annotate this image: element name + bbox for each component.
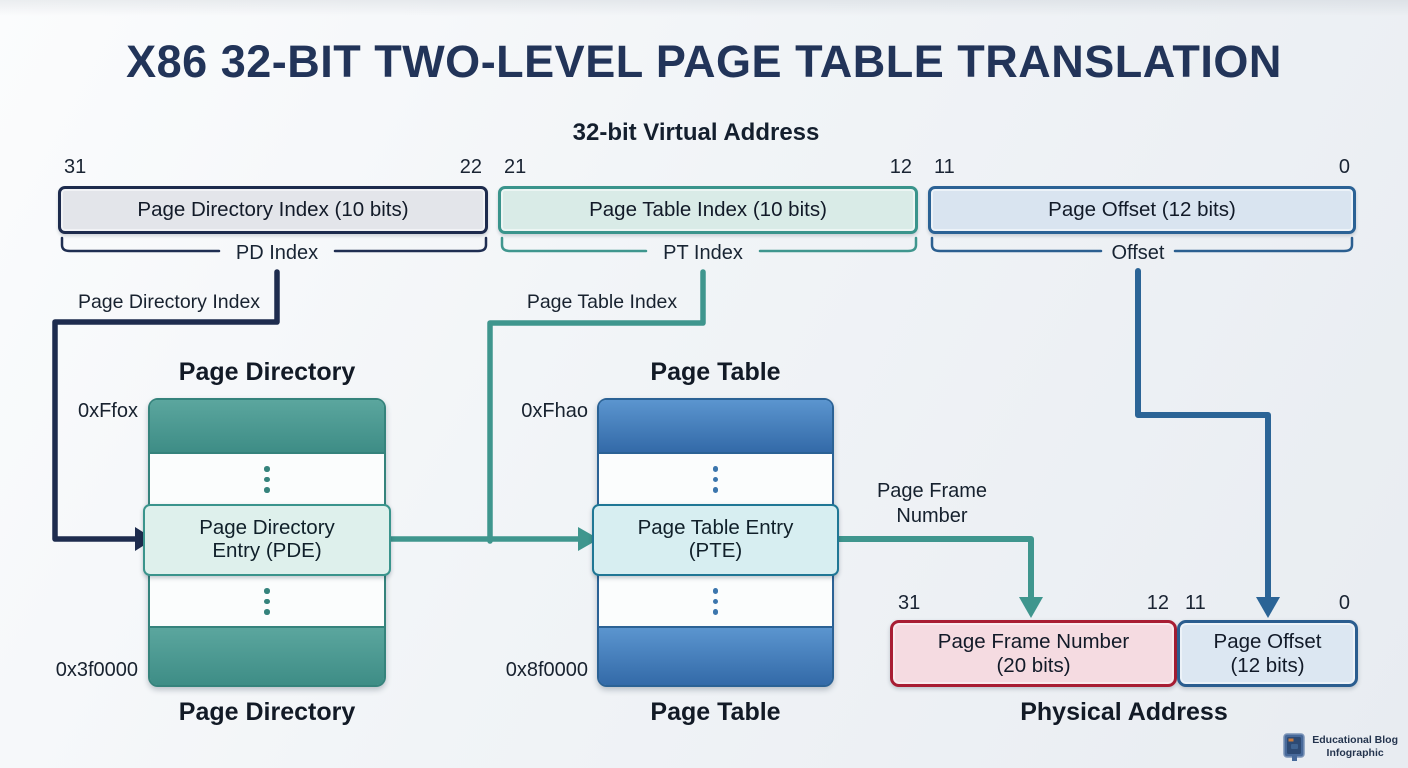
pd-field-bit-range: 31 22 xyxy=(58,156,488,180)
phys-bit-31: 31 xyxy=(898,592,921,614)
pte-line2: (PTE) xyxy=(688,539,743,562)
pde-entry: Page Directory Entry (PDE) xyxy=(143,504,391,576)
page-title: X86 32-BIT TWO-LEVEL PAGE TABLE TRANSLAT… xyxy=(126,36,1282,87)
brand-line1: Educational Blog xyxy=(1312,733,1398,746)
bit-11: 11 xyxy=(934,156,955,178)
phys-bit-11: 11 xyxy=(1185,592,1206,614)
pt-addr-top: 0xFhao xyxy=(521,400,588,422)
page-directory-table: Page Directory Entry (PDE) xyxy=(143,398,391,687)
page-directory-title-bottom: Page Directory xyxy=(178,698,356,726)
pte-entry: Page Table Entry (PTE) xyxy=(592,504,839,576)
page-directory-title-top: Page Directory xyxy=(178,358,356,386)
bit-12: 12 xyxy=(889,156,912,178)
page-table-index-flow-label: Page Table Index xyxy=(526,291,678,313)
page-directory-index-flow-label: Page Directory Index xyxy=(77,291,261,313)
pd-index-brace-label: PD Index xyxy=(235,242,319,264)
pt-field-bit-range: 21 12 xyxy=(498,156,918,180)
pd-addr-top: 0xFfox xyxy=(77,400,138,422)
physical-address-title: Physical Address xyxy=(1020,698,1228,726)
pfn-bit-range: 31 12 xyxy=(890,592,1177,616)
page-frame-number-field: Page Frame Number (20 bits) xyxy=(890,620,1177,687)
ellipsis-dots xyxy=(599,466,832,493)
pd-index-field: Page Directory Index (10 bits) xyxy=(58,186,488,234)
page-offset-field: Page Offset (12 bits) xyxy=(928,186,1356,234)
pt-table-bottom-band xyxy=(599,626,832,685)
page-table-title-bottom: Page Table xyxy=(650,698,781,726)
pfn-elbow xyxy=(834,536,1034,600)
physical-page-offset-field: Page Offset (12 bits) xyxy=(1177,620,1358,687)
ellipsis-dots xyxy=(150,466,384,493)
page-table-table: Page Table Entry (PTE) xyxy=(592,398,839,687)
offset-field-bit-range: 11 0 xyxy=(928,156,1356,180)
pfn-field-line2: (20 bits) xyxy=(996,653,1071,677)
pfn-label-line2: Number xyxy=(896,505,968,527)
branding: Educational Blog Infographic xyxy=(1282,733,1398,761)
pt-addr-bottom: 0x8f0000 xyxy=(505,659,588,681)
pfn-field-line1: Page Frame Number xyxy=(937,629,1130,653)
page-table-title-top: Page Table xyxy=(650,358,781,386)
offset-elbow xyxy=(1135,268,1271,600)
phys-bit-0: 0 xyxy=(1338,592,1350,614)
pde-line1: Page Directory xyxy=(199,516,335,540)
phys-offset-bit-range: 11 0 xyxy=(1177,592,1358,616)
phys-bit-12: 12 xyxy=(1146,592,1169,614)
pte-line1: Page Table Entry xyxy=(637,516,794,540)
bit-31: 31 xyxy=(64,156,87,178)
pd-addr-bottom: 0x3f0000 xyxy=(55,659,138,681)
offset-brace-label: Offset xyxy=(1111,242,1165,264)
pt-table-top-band xyxy=(599,400,832,454)
ellipsis-dots xyxy=(150,588,384,615)
pde-line2: Entry (PDE) xyxy=(212,539,322,562)
phys-offset-line1: Page Offset xyxy=(1213,629,1322,653)
virtual-address-heading: 32-bit Virtual Address xyxy=(572,119,820,146)
bit-21: 21 xyxy=(504,156,527,178)
brand-line2: Infographic xyxy=(1326,747,1384,759)
pt-index-field: Page Table Index (10 bits) xyxy=(498,186,918,234)
ellipsis-dots xyxy=(599,588,832,615)
book-icon xyxy=(1283,733,1305,761)
bit-22: 22 xyxy=(459,156,482,178)
pd-table-bottom-band xyxy=(150,626,384,685)
pfn-label-line1: Page Frame xyxy=(876,480,988,502)
phys-offset-line2: (12 bits) xyxy=(1230,653,1305,677)
page-frame-number-flow-label: Page Frame Number xyxy=(856,479,1008,529)
pd-table-top-band xyxy=(150,400,384,454)
pt-index-brace-label: PT Index xyxy=(663,242,743,264)
bit-0: 0 xyxy=(1338,156,1350,178)
